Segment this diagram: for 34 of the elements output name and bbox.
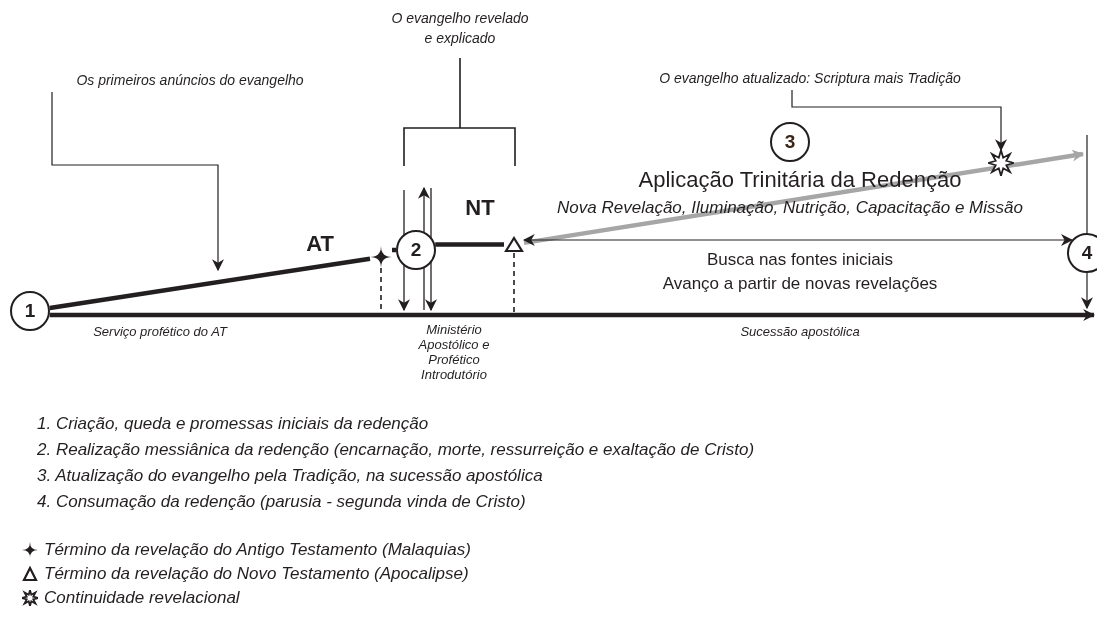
line bbox=[435, 242, 504, 247]
arrow bbox=[522, 234, 1073, 246]
triangle-marker-icon bbox=[504, 236, 524, 253]
leader-line bbox=[791, 89, 1007, 152]
note: Avanço a partir de novas revelações bbox=[662, 274, 938, 293]
line bbox=[1086, 134, 1088, 234]
subheading: Nova Revelação, Iluminação, Nutrição, Capacitação e Missão bbox=[557, 198, 1023, 217]
legend-text: Término da revelação do Novo Testamento (Apocalipse) bbox=[44, 564, 469, 584]
note: Busca nas fontes iniciais bbox=[706, 250, 894, 269]
leader-line bbox=[51, 91, 224, 272]
list-item: 1. Criação, queda e promessas iniciais da redenção bbox=[37, 414, 429, 433]
numbered-circle: 1 bbox=[10, 291, 50, 331]
numbered-circle: 3 bbox=[770, 122, 810, 162]
list-item: 4. Consumação da redenção (parusia - segunda vinda de Cristo) bbox=[37, 492, 526, 511]
leader-text: Os primeiros anúncios do evangelho bbox=[40, 70, 340, 92]
period-label: Ministério Apostólico e Profético Introdutório bbox=[418, 322, 490, 382]
arrow bbox=[1081, 272, 1093, 310]
arrow bbox=[49, 309, 1096, 321]
leader-text: O evangelho atualizado: Scriptura mais Tradição bbox=[640, 68, 980, 90]
burst-marker-icon bbox=[988, 150, 1014, 176]
list-item: 2. Realização messiânica da redenção (encarnação, morte, ressurreição e exaltação de Cristo) bbox=[37, 440, 755, 459]
legend-text: Continuidade revelacional bbox=[44, 588, 240, 608]
era-label: AT bbox=[306, 231, 334, 256]
list-item: 3. Atualização do evangelho pela Tradição, na sucessão apostólica bbox=[37, 466, 543, 485]
arrow bbox=[523, 149, 1085, 246]
period-label: Sucessão apostólica bbox=[740, 324, 860, 339]
line bbox=[49, 256, 371, 311]
heading: Aplicação Trinitária da Redenção bbox=[638, 167, 962, 192]
numbered-circle: 4 bbox=[1067, 233, 1097, 273]
period-label: Serviço profético do AT bbox=[93, 324, 227, 339]
leader-text: O evangelho revelado e explicado bbox=[390, 8, 530, 54]
numbered-circle: 2 bbox=[396, 230, 436, 270]
legend-text: Término da revelação do Antigo Testamento (Malaquias) bbox=[44, 540, 471, 560]
era-label: NT bbox=[465, 195, 495, 220]
